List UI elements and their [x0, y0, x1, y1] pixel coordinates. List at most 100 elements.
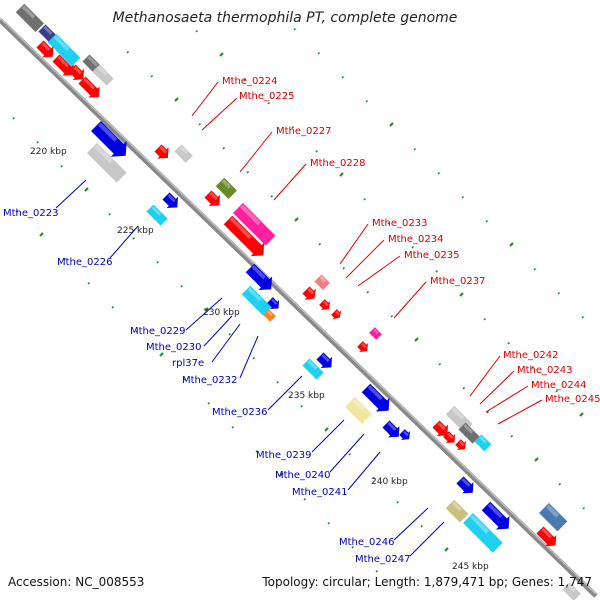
gene-label-mthe-0237[interactable]: Mthe_0237: [430, 276, 486, 287]
feature-mthe-0239[interactable]: [345, 397, 372, 424]
feature-red-6[interactable]: [202, 188, 225, 211]
feature-red-7[interactable]: [221, 213, 270, 262]
feature-steel-1[interactable]: [539, 503, 568, 532]
feature-red-11[interactable]: [355, 339, 371, 355]
gene-label-mthe-0233[interactable]: Mthe_0233: [372, 218, 428, 229]
feature-mthe-0245-shine: [479, 435, 487, 444]
feature-mthe-0240[interactable]: [380, 418, 404, 442]
feature-red-9-shine: [323, 300, 329, 307]
gene-label-mthe-0228[interactable]: Mthe_0228: [310, 158, 366, 169]
feature-cyan-1[interactable]: [47, 33, 81, 67]
tick-mark: [36, 140, 40, 144]
feature-mthe-0223-blue[interactable]: [88, 118, 134, 164]
feature-mthe-0243[interactable]: [458, 422, 480, 444]
feature-mthe-0247[interactable]: [463, 513, 503, 553]
gene-label-mthe-0245[interactable]: Mthe_0245: [545, 394, 600, 405]
gene-label-mthe-0234[interactable]: Mthe_0234: [388, 234, 444, 245]
feature-mthe-0229-shine: [247, 287, 262, 302]
tick-mark: [375, 569, 379, 573]
feature-blue-1[interactable]: [160, 190, 183, 213]
feature-blue-8-shape: [481, 501, 510, 530]
gene-label-mthe-0239[interactable]: Mthe_0239: [256, 450, 312, 461]
feature-red-3[interactable]: [66, 62, 89, 85]
feature-blue-5[interactable]: [359, 381, 395, 417]
feature-mthe-0246[interactable]: [445, 499, 469, 523]
gene-label-mthe-0230[interactable]: Mthe_0230: [146, 342, 202, 353]
gene-label-mthe-0235[interactable]: Mthe_0235: [404, 250, 460, 261]
feature-mthe-0233[interactable]: [314, 274, 331, 291]
tick-mark: [389, 122, 394, 127]
feature-mthe-0245[interactable]: [474, 434, 492, 452]
gene-label-mthe-0244[interactable]: Mthe_0244: [531, 380, 587, 391]
feature-red-14[interactable]: [453, 437, 469, 453]
tick-mark: [159, 352, 164, 357]
feature-bottom-gray[interactable]: [562, 582, 581, 600]
feature-mthe-0240-shape: [382, 420, 400, 438]
feature-mthe-0223-blue-shine: [97, 122, 118, 142]
gene-label-rpl37e[interactable]: rpl37e: [172, 358, 204, 369]
feature-red-4[interactable]: [76, 74, 104, 102]
feature-blue-8[interactable]: [479, 499, 515, 535]
feature-red-5[interactable]: [152, 142, 173, 163]
feature-red-15[interactable]: [534, 524, 561, 551]
feature-red-1-shape: [36, 40, 54, 58]
feature-blue-3-shape: [267, 297, 280, 310]
feature-red-8[interactable]: [300, 284, 320, 304]
feature-red-1[interactable]: [34, 38, 58, 62]
gene-label-mthe-0241[interactable]: Mthe_0241: [292, 487, 348, 498]
feature-gray-1[interactable]: [92, 64, 114, 86]
feature-blue-4-shine: [321, 353, 330, 363]
feature-red-2[interactable]: [50, 52, 78, 80]
label-leader-line: [267, 375, 303, 411]
gene-label-mthe-0229[interactable]: Mthe_0229: [130, 326, 186, 337]
feature-blue-2[interactable]: [243, 261, 278, 296]
gene-label-mthe-0243[interactable]: Mthe_0243: [517, 365, 573, 376]
tick-mark: [411, 245, 415, 249]
gene-label-mthe-0227[interactable]: Mthe_0227: [276, 126, 332, 137]
feature-mthe-0236-shape: [302, 358, 324, 380]
label-leader-line: [347, 451, 381, 491]
feature-blue-4[interactable]: [314, 350, 337, 373]
feature-blue-3[interactable]: [265, 295, 283, 313]
gene-label-mthe-0247[interactable]: Mthe_0247: [355, 554, 411, 565]
gene-label-mthe-0246[interactable]: Mthe_0246: [339, 537, 395, 548]
feature-blue-7[interactable]: [454, 474, 478, 498]
gene-label-mthe-0223[interactable]: Mthe_0223: [3, 208, 59, 219]
label-leader-line: [109, 225, 139, 259]
feature-red-9[interactable]: [317, 297, 333, 313]
tick-mark: [387, 221, 391, 225]
gene-label-mthe-0225[interactable]: Mthe_0225: [239, 91, 295, 102]
feature-blue-6[interactable]: [397, 427, 413, 443]
tick-mark: [363, 197, 367, 201]
gene-label-mthe-0242[interactable]: Mthe_0242: [503, 350, 559, 361]
feature-mthe-0237[interactable]: [369, 327, 382, 340]
feature-mthe-0223-gray[interactable]: [87, 143, 127, 183]
feature-red-12[interactable]: [430, 418, 453, 441]
feature-red-5-shine: [159, 145, 167, 154]
gene-label-mthe-0226[interactable]: Mthe_0226: [57, 257, 113, 268]
gene-label-mthe-0236[interactable]: Mthe_0236: [212, 407, 268, 418]
feature-mthe-0228[interactable]: [233, 203, 276, 246]
feature-mthe-0229[interactable]: [241, 285, 272, 316]
feature-mthe-0225[interactable]: [174, 144, 193, 163]
feature-blue-7-shine: [461, 477, 471, 488]
feature-red-15-shine: [541, 527, 553, 539]
tick-mark: [270, 194, 274, 198]
tick-mark: [150, 74, 154, 78]
label-leader-line: [479, 370, 515, 405]
feature-mthe-0236[interactable]: [302, 358, 324, 380]
gene-label-mthe-0240[interactable]: Mthe_0240: [275, 470, 331, 481]
feature-top-gray[interactable]: [15, 3, 45, 33]
feature-steel-1-shine: [545, 504, 560, 518]
feature-rpl37e[interactable]: [263, 309, 276, 322]
gene-label-mthe-0224[interactable]: Mthe_0224: [222, 76, 278, 87]
gene-label-mthe-0232[interactable]: Mthe_0232: [182, 375, 238, 386]
feature-red-13[interactable]: [441, 429, 459, 447]
kbp-label-220: 220 kbp: [30, 147, 67, 157]
feature-mthe-0227[interactable]: [215, 177, 237, 199]
feature-red-12-shape: [432, 420, 449, 437]
feature-red-10[interactable]: [329, 307, 344, 322]
tick-mark: [174, 97, 179, 102]
feature-mthe-0226[interactable]: [146, 204, 168, 226]
genome-backbone-highlight: [0, 17, 597, 595]
